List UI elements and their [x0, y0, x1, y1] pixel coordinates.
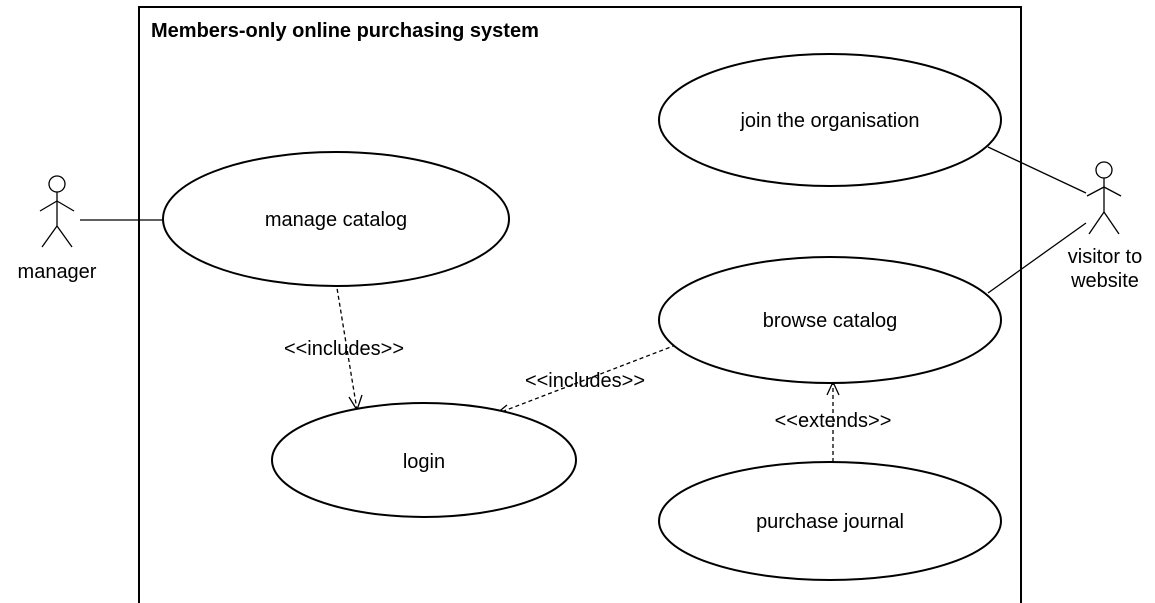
actor-visitor-label-line2: website — [1070, 270, 1139, 292]
actor-visitor[interactable]: visitor to website — [1068, 161, 1142, 292]
use-case-login[interactable]: login — [271, 402, 577, 518]
use-case-manage-label: manage catalog — [265, 209, 407, 231]
includes-label-browse: <<includes>> — [525, 370, 645, 392]
use-case-manage[interactable]: manage catalog — [162, 151, 510, 287]
use-case-join[interactable]: join the organisation — [658, 53, 1002, 187]
association-visitor-browse — [987, 222, 1087, 294]
include-manage-login — [335, 281, 358, 411]
use-case-browse-label: browse catalog — [763, 310, 898, 332]
actor-manager-icon — [39, 175, 75, 248]
extends-label-purchase: <<extends>> — [775, 410, 892, 432]
use-case-join-ellipse — [658, 53, 1002, 187]
use-case-manage-ellipse — [162, 151, 510, 287]
actor-manager-label: manager — [18, 261, 97, 283]
use-case-purchase[interactable]: purchase journal — [658, 461, 1002, 581]
use-case-purchase-ellipse — [658, 461, 1002, 581]
use-case-login-label: login — [403, 451, 445, 473]
actor-visitor-icon — [1086, 161, 1122, 235]
includes-label-manage: <<includes>> — [284, 338, 404, 360]
use-case-login-ellipse — [271, 402, 577, 518]
association-visitor-join — [987, 146, 1087, 194]
use-case-browse-ellipse — [658, 256, 1002, 384]
use-case-purchase-label: purchase journal — [756, 511, 904, 533]
use-case-join-label: join the organisation — [739, 110, 919, 132]
actor-visitor-label-line1: visitor to — [1068, 246, 1142, 268]
use-case-browse[interactable]: browse catalog — [658, 256, 1002, 384]
system-title: Members-only online purchasing system — [151, 20, 539, 42]
actor-manager[interactable]: manager — [18, 175, 97, 283]
